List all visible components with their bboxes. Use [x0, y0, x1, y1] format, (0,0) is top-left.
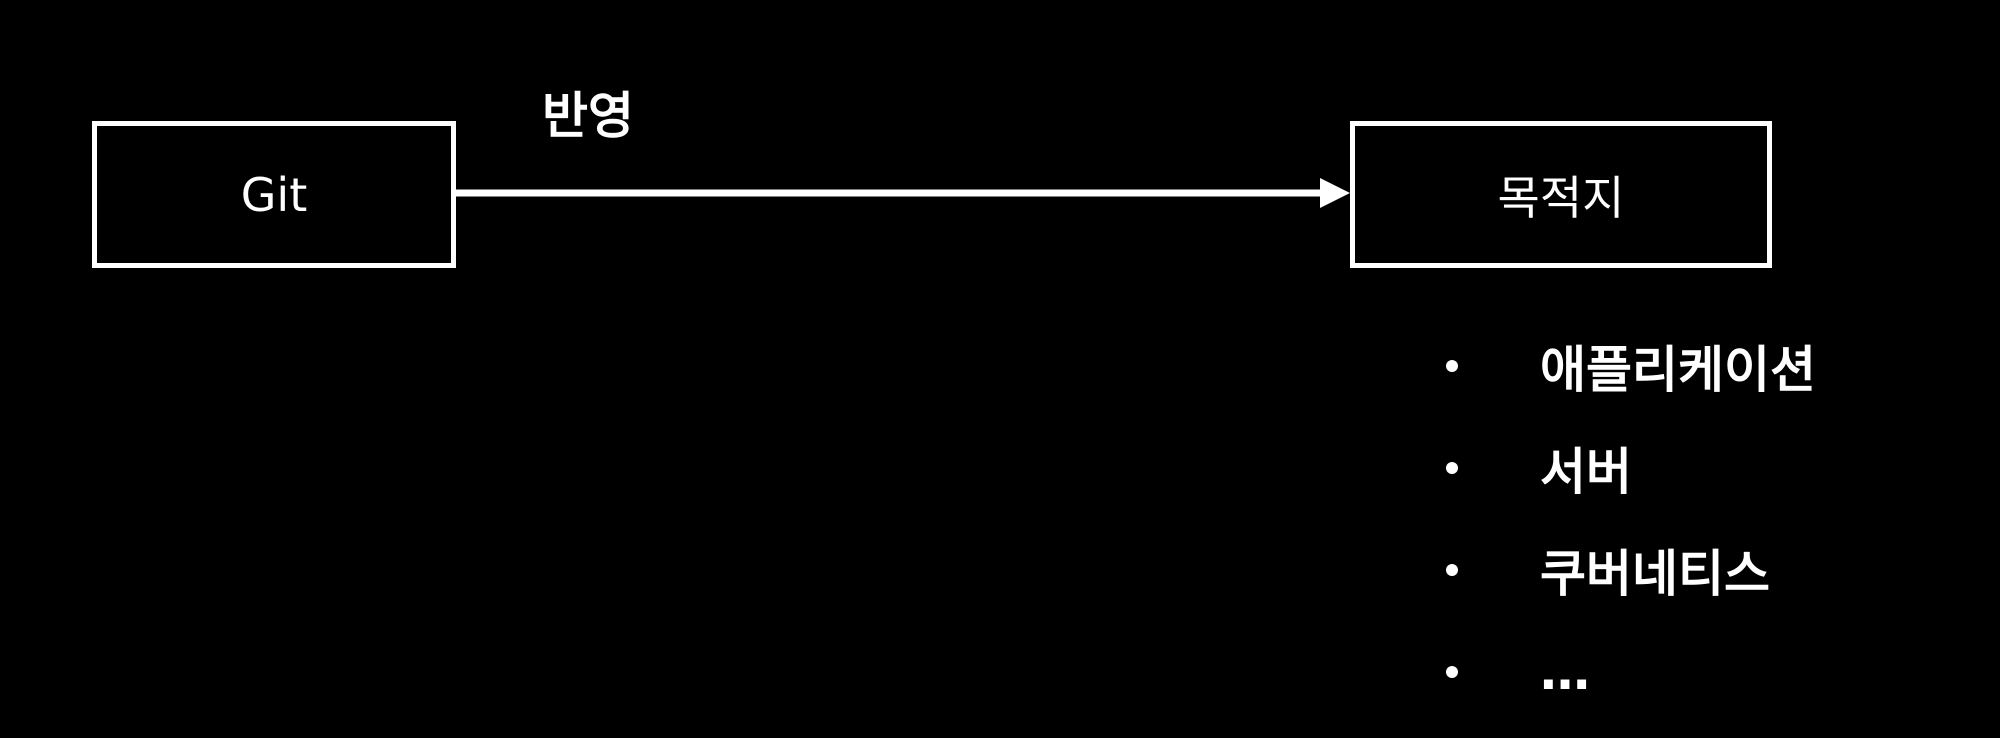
list-item-label: 애플리케이션	[1540, 341, 1816, 399]
list-item-label: 서버	[1540, 443, 1632, 501]
bullet-icon	[1446, 666, 1458, 678]
source-node-label: Git	[240, 167, 308, 222]
source-node-git: Git	[92, 121, 456, 268]
bullet-icon	[1446, 462, 1458, 474]
list-item-label: …	[1540, 643, 1590, 701]
edge-label: 반영	[542, 87, 634, 145]
bullet-icon	[1446, 360, 1458, 372]
bullet-icon	[1446, 564, 1458, 576]
list-item-label: 쿠버네티스	[1540, 545, 1770, 603]
arrow-head	[1320, 178, 1350, 208]
target-node-label: 목적지	[1497, 170, 1625, 225]
target-node-destination: 목적지	[1350, 121, 1772, 268]
